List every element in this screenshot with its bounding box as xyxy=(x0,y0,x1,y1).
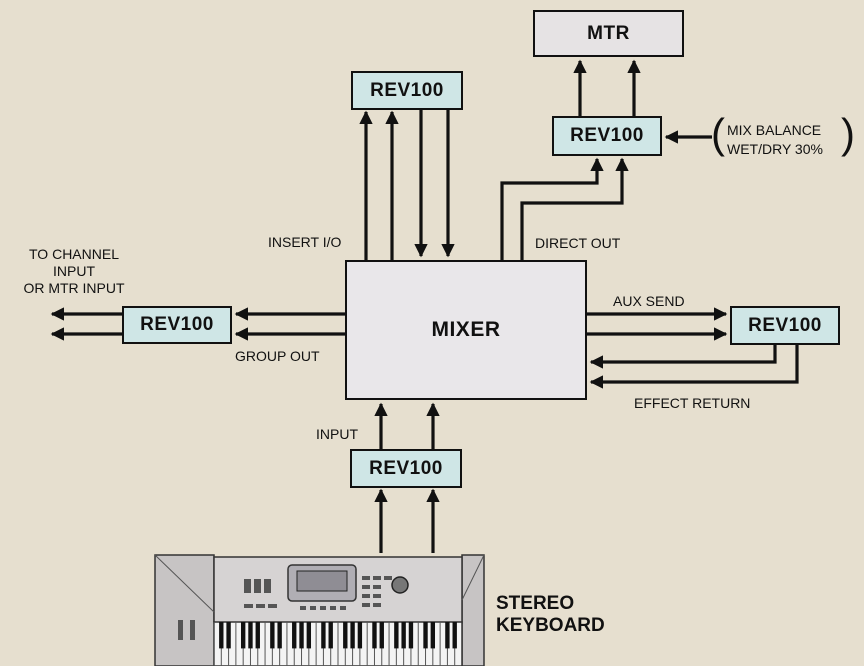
rev100-direct-label: REV100 xyxy=(570,125,644,146)
black-key xyxy=(372,622,377,649)
black-key xyxy=(299,622,304,649)
black-key xyxy=(408,622,414,649)
black-key xyxy=(226,622,231,649)
to-channel-line-2: INPUT xyxy=(53,263,95,279)
mix-balance-right-paren: ) xyxy=(841,110,855,157)
black-key xyxy=(240,622,246,649)
black-key xyxy=(270,622,275,649)
rev100-input-box: REV100 xyxy=(350,449,462,488)
black-key xyxy=(306,622,312,649)
direct-out-label: DIRECT OUT xyxy=(535,235,621,251)
stereo-keyboard-line-1: STEREO xyxy=(496,593,575,614)
mix-balance-label: MIX BALANCE WET/DRY 30% xyxy=(727,121,823,159)
rev100-aux-label: REV100 xyxy=(748,314,822,336)
effect-return-arrow-1 xyxy=(589,345,777,369)
insert-io-label: INSERT I/O xyxy=(268,234,342,250)
group-out-label: GROUP OUT xyxy=(235,348,320,364)
direct-out-arrow-2 xyxy=(520,157,629,260)
black-key xyxy=(277,622,282,649)
keyboard-illustration xyxy=(154,554,485,666)
mixer-box: MIXER xyxy=(345,260,587,400)
to-channel-line-3: OR MTR INPUT xyxy=(23,280,125,296)
rev100-group-box: REV100 xyxy=(122,306,232,344)
mix-balance-left-paren: ( xyxy=(711,110,725,157)
rev100-insert-box: REV100 xyxy=(351,71,463,110)
stereo-keyboard-label: STEREO KEYBOARD xyxy=(496,593,605,637)
rev100-insert-label: REV100 xyxy=(370,79,444,101)
effect-return-label: EFFECT RETURN xyxy=(634,395,751,411)
mtr-label: MTR xyxy=(587,22,630,44)
black-key xyxy=(394,622,399,649)
black-key xyxy=(430,622,436,649)
black-key xyxy=(445,622,450,649)
black-key xyxy=(292,622,297,649)
stereo-keyboard-line-2: KEYBOARD xyxy=(496,615,605,636)
direct-out-arrow-1 xyxy=(500,157,604,260)
mixer-label: MIXER xyxy=(431,318,501,341)
mtr-box: MTR xyxy=(533,10,684,57)
rev100-group-label: REV100 xyxy=(140,314,214,335)
black-key xyxy=(219,622,224,649)
black-key xyxy=(357,622,363,649)
mix-balance-line-2: WET/DRY 30% xyxy=(727,141,823,157)
black-key xyxy=(423,622,428,649)
aux-send-label: AUX SEND xyxy=(613,293,685,309)
rev100-direct-box: REV100 xyxy=(552,116,662,156)
rev100-aux-box: REV100 xyxy=(730,306,840,345)
to-channel-label: TO CHANNEL INPUT OR MTR INPUT xyxy=(2,246,146,297)
rev100-input-label: REV100 xyxy=(369,457,443,479)
input-label: INPUT xyxy=(316,426,358,442)
to-channel-line-1: TO CHANNEL xyxy=(29,246,119,262)
black-key xyxy=(379,622,384,649)
black-key xyxy=(452,622,457,649)
effect-return-arrow-2 xyxy=(589,345,799,389)
black-key xyxy=(321,622,326,649)
mix-balance-line-1: MIX BALANCE xyxy=(727,122,822,138)
black-key xyxy=(401,622,406,649)
black-key xyxy=(248,622,253,649)
black-key xyxy=(350,622,355,649)
black-key xyxy=(343,622,348,649)
black-key xyxy=(255,622,260,649)
black-key xyxy=(328,622,333,649)
